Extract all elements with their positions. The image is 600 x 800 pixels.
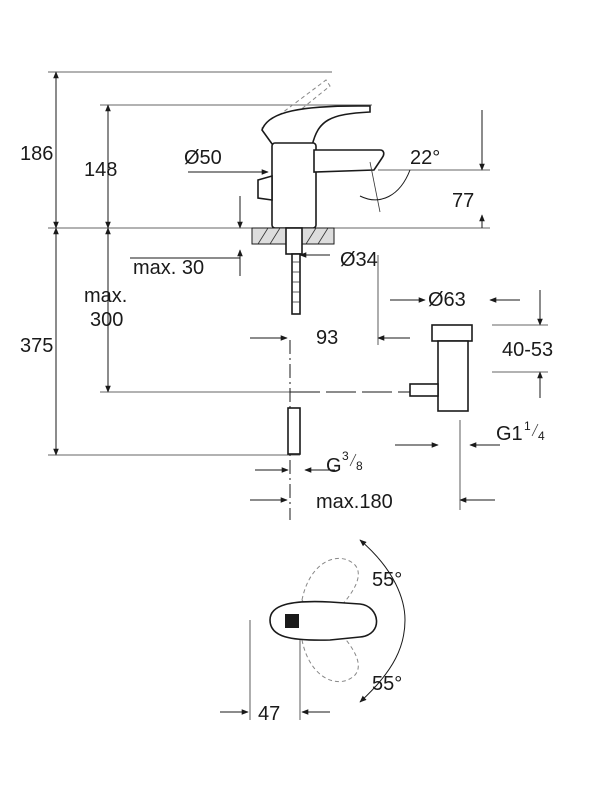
dim-angle-top: 55° bbox=[372, 569, 402, 591]
faucet-side-view bbox=[251, 79, 473, 455]
faucet-top-view bbox=[220, 539, 406, 720]
side-control bbox=[257, 174, 273, 201]
dim-drain-thread-main: G1 bbox=[496, 423, 523, 445]
dim-base-diameter: Ø34 bbox=[340, 249, 378, 271]
dim-max-label: max. bbox=[84, 285, 127, 307]
dim-body-diameter: Ø50 bbox=[184, 147, 222, 169]
dim-lever-width: 47 bbox=[258, 703, 280, 725]
dim-deck-max: max. 30 bbox=[133, 257, 204, 279]
dim-total-height: 186 bbox=[20, 143, 53, 165]
dim-spout-angle: 22° bbox=[410, 147, 440, 169]
faucet-body bbox=[271, 142, 317, 229]
dim-drain-thread-sup: 1 bbox=[524, 419, 531, 433]
dim-supply-thread-main: G bbox=[326, 455, 342, 477]
lever-top bbox=[269, 600, 378, 641]
dim-supply-thread-sup: 3 bbox=[342, 449, 349, 463]
lever-cap bbox=[285, 614, 299, 628]
dim-max-value: 300 bbox=[90, 309, 123, 331]
dimension-labels: 186 148 Ø50 22° 77 max. 30 Ø34 max. 300 … bbox=[20, 143, 553, 725]
mounting-nut bbox=[285, 227, 303, 255]
drain-body bbox=[437, 340, 469, 412]
popup-flange bbox=[431, 324, 473, 342]
dim-projection: 93 bbox=[316, 327, 338, 349]
spout bbox=[313, 149, 385, 173]
lever bbox=[261, 105, 371, 149]
dim-drain-height: 375 bbox=[20, 335, 53, 357]
dim-popup-diameter: Ø63 bbox=[428, 289, 466, 311]
spout-angle-arc bbox=[359, 169, 411, 201]
dim-popup-height: 40-53 bbox=[502, 339, 553, 361]
vertical-dimensions bbox=[53, 71, 543, 456]
dim-angle-bottom: 55° bbox=[372, 673, 402, 695]
supply-hose bbox=[287, 407, 301, 455]
dim-outlet-height: 77 bbox=[452, 190, 474, 212]
threaded-stud bbox=[291, 253, 301, 315]
dim-drain-thread-sub: 4 bbox=[538, 429, 545, 443]
dim-spout-height: 148 bbox=[84, 159, 117, 181]
dim-supply-thread-sub: 8 bbox=[356, 459, 363, 473]
outlet-axis bbox=[369, 161, 381, 213]
horizontal-dimensions bbox=[130, 169, 548, 510]
dim-max-reach: max.180 bbox=[316, 491, 393, 513]
drain-rod bbox=[409, 383, 439, 397]
